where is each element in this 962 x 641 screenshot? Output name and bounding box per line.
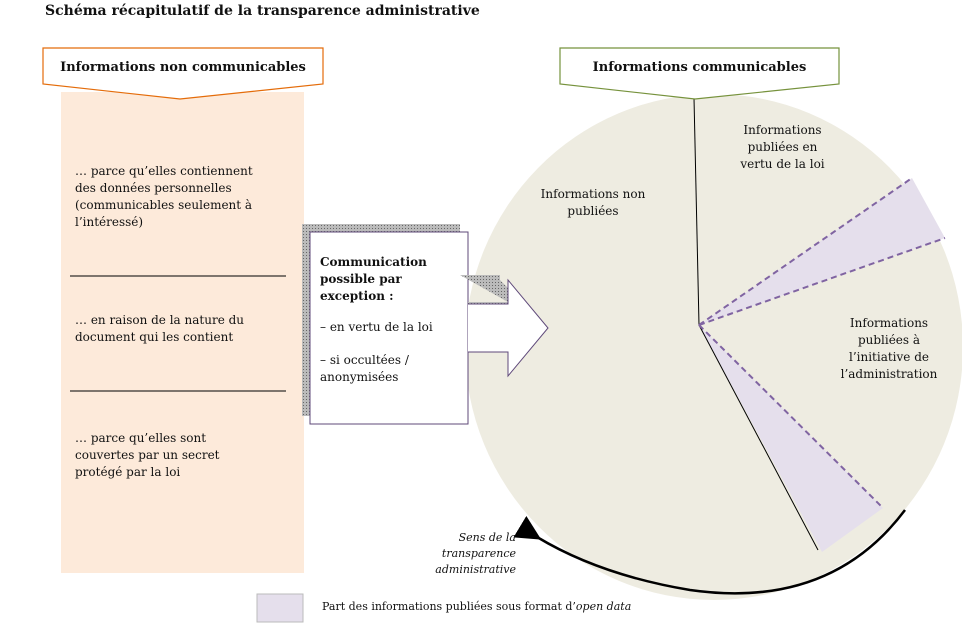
direction-label: Sens de la transparence administrative <box>435 531 516 576</box>
non-communicable-reason: … parce qu’elles contiennent des données… <box>75 164 253 229</box>
exception-box <box>309 231 469 425</box>
diagram-title: Schéma récapitulatif de la transparence … <box>45 3 480 19</box>
arrow-right-icon <box>468 278 549 378</box>
communicable-header-shape <box>559 47 840 100</box>
open-data-wedge-law <box>699 178 945 325</box>
legend-label: Part des informations publiées sous form… <box>322 598 631 615</box>
direction-arrow-icon <box>513 509 906 595</box>
segment-label-published-by-law: Informations publiées en vertu de la loi <box>740 123 825 171</box>
non-communicable-header: Informations non communicables <box>60 60 306 75</box>
legend-italic: open data <box>575 600 632 613</box>
non-communicable-reason: … en raison de la nature du document qui… <box>75 313 245 344</box>
non-communicable-reason: … parce qu’elles sont couvertes par un s… <box>75 431 220 479</box>
open-data-wedge-initiative <box>699 325 883 552</box>
legend-text: Part des informations publiées sous form… <box>322 600 576 613</box>
exception-item: – en vertu de la loi <box>320 320 433 334</box>
communicable-header: Informations communicables <box>592 60 807 75</box>
segment-label-not-published: Informations non publiées <box>540 187 646 218</box>
legend-swatch <box>256 593 304 623</box>
pie-divider <box>693 97 700 326</box>
non-communicable-panel <box>61 92 304 573</box>
pie-divider <box>698 324 819 551</box>
exception-item: – si occultées / anonymisées <box>320 353 409 384</box>
segment-label-published-initiative: Informations publiées à l’initiative de … <box>840 316 938 381</box>
non-communicable-header-shape <box>42 47 324 100</box>
exception-heading: Communication possible par exception : <box>320 255 427 303</box>
